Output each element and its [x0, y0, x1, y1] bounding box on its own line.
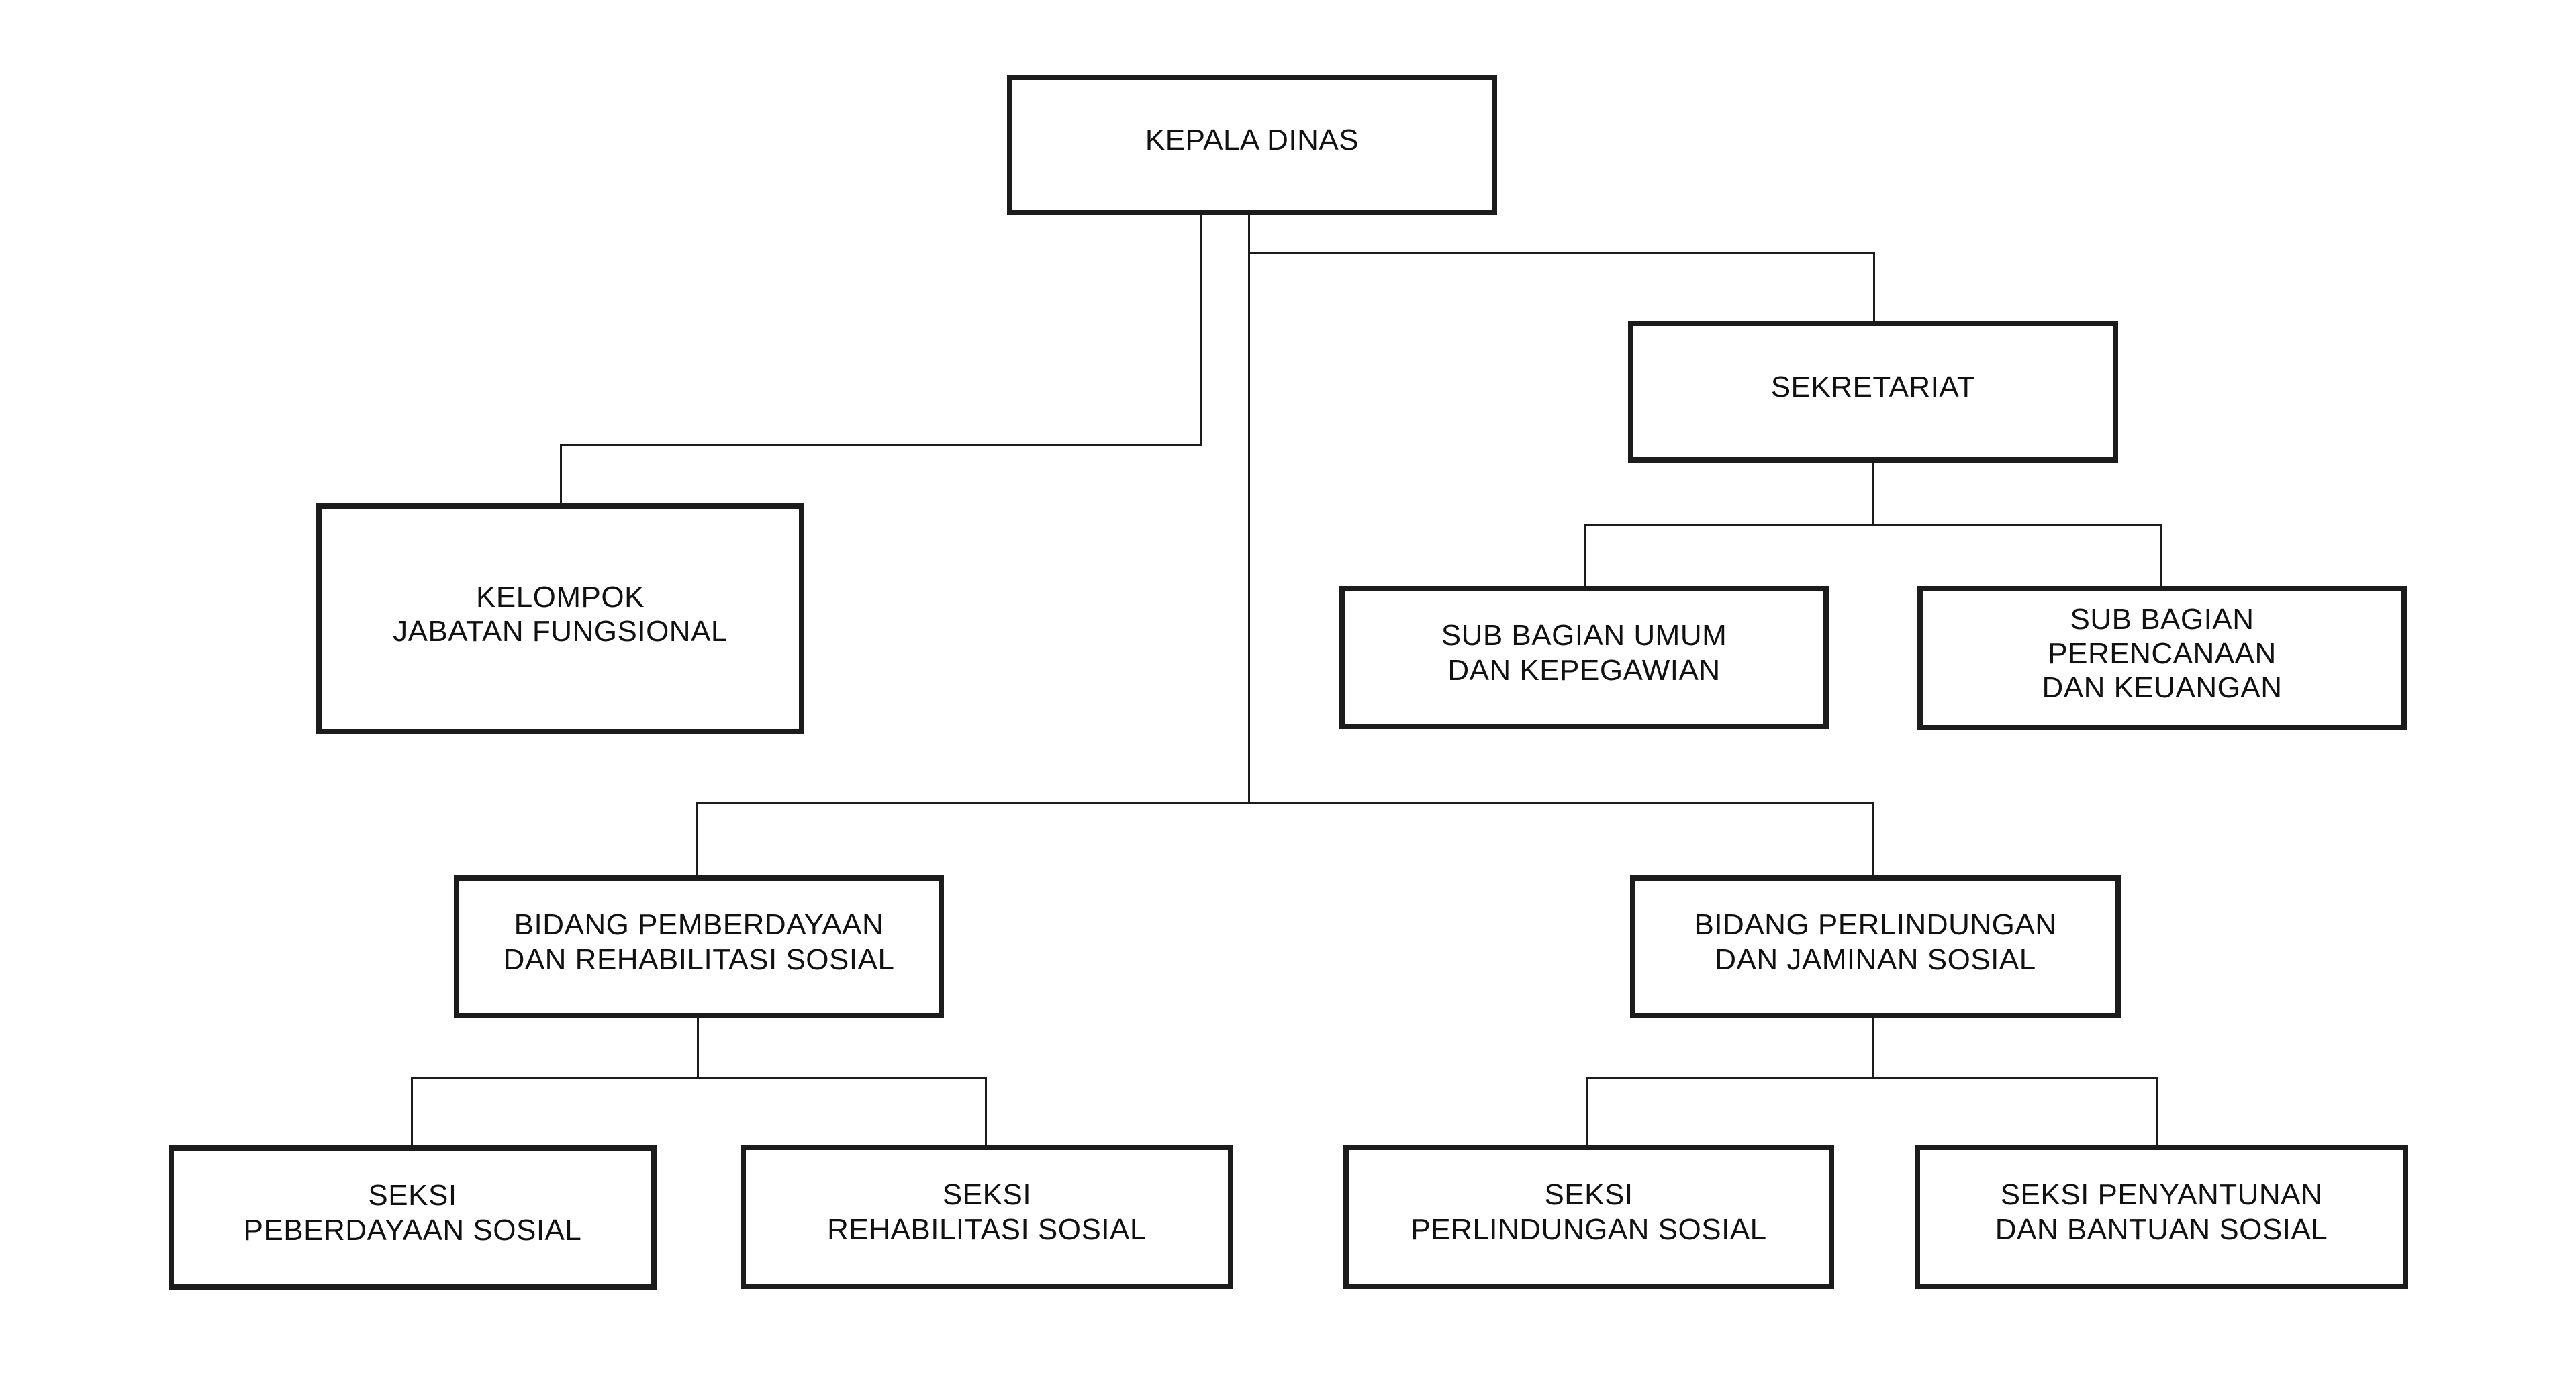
node-sub-bagian-perencanaan: SUB BAGIAN PERENCANAAN DAN KEUANGAN: [1917, 586, 2407, 730]
node-seksi-peberdayaan: SEKSI PEBERDAYAAN SOSIAL: [169, 1145, 657, 1290]
edge-to-seksi-rehabilitasi-vertical: [985, 1077, 987, 1145]
edge-to-seksi-perlindungan-vertical: [1586, 1077, 1588, 1145]
node-sekretariat-label: SEKRETARIAT: [1770, 370, 1976, 403]
node-kelompok-jabatan-fungsional-label: KELOMPOK JABATAN FUNGSIONAL: [393, 580, 728, 648]
edge-to-sub-bagian-umum-vertical: [1584, 524, 1586, 586]
edge-to-bidang-pemberdayaan-vertical: [696, 802, 698, 875]
edge-to-bidang-perlindungan-vertical: [1872, 802, 1874, 875]
node-kepala-dinas-label: KEPALA DINAS: [1145, 124, 1359, 157]
node-kepala-dinas: KEPALA DINAS: [1007, 75, 1497, 215]
node-bidang-perlindungan: BIDANG PERLINDUNGAN DAN JAMINAN SOSIAL: [1630, 875, 2121, 1018]
edge-kepala-to-kelompok-horizontal: [560, 444, 1202, 446]
edge-sekretariat-stub-vertical: [1872, 463, 1874, 525]
edge-perlindungan-split-horizontal: [1586, 1077, 2158, 1079]
node-seksi-rehabilitasi: SEKSI REHABILITASI SOSIAL: [741, 1145, 1233, 1289]
node-sub-bagian-umum-label: SUB BAGIAN UMUM DAN KEPEGAWIAN: [1441, 619, 1727, 687]
edge-to-seksi-peberdayaan-vertical: [411, 1077, 413, 1145]
node-seksi-penyantunan-label: SEKSI PENYANTUNAN DAN BANTUAN SOSIAL: [1995, 1178, 2328, 1246]
node-kelompok-jabatan-fungsional: KELOMPOK JABATAN FUNGSIONAL: [316, 503, 804, 734]
edge-kepala-trunk-vertical: [1248, 215, 1250, 804]
edge-kepala-to-kelompok-vertical-2: [560, 444, 562, 503]
edge-pemberdayaan-stub-vertical: [697, 1018, 699, 1079]
edge-to-sub-bagian-perencanaan-vertical: [2160, 524, 2162, 586]
node-sekretariat: SEKRETARIAT: [1628, 321, 2118, 463]
node-bidang-pemberdayaan: BIDANG PEMBERDAYAAN DAN REHABILITASI SOS…: [454, 875, 944, 1018]
edge-perlindungan-stub-vertical: [1872, 1018, 1874, 1079]
edge-pemberdayaan-split-horizontal: [411, 1077, 987, 1079]
node-sub-bagian-umum: SUB BAGIAN UMUM DAN KEPEGAWIAN: [1339, 586, 1829, 729]
node-seksi-perlindungan: SEKSI PERLINDUNGAN SOSIAL: [1343, 1145, 1834, 1289]
edge-kepala-to-kelompok-vertical-1: [1200, 215, 1202, 446]
node-seksi-peberdayaan-label: SEKSI PEBERDAYAAN SOSIAL: [243, 1179, 582, 1247]
edge-bidang-split-horizontal: [696, 802, 1874, 804]
edge-sekretariat-split-horizontal: [1584, 524, 2162, 526]
edge-kepala-to-sekretariat-horizontal: [1248, 252, 1875, 254]
node-bidang-perlindungan-label: BIDANG PERLINDUNGAN DAN JAMINAN SOSIAL: [1694, 908, 2057, 976]
node-seksi-penyantunan: SEKSI PENYANTUNAN DAN BANTUAN SOSIAL: [1915, 1145, 2408, 1289]
edge-kepala-to-sekretariat-vertical: [1873, 252, 1875, 321]
node-sub-bagian-perencanaan-label: SUB BAGIAN PERENCANAAN DAN KEUANGAN: [2042, 602, 2283, 705]
node-bidang-pemberdayaan-label: BIDANG PEMBERDAYAAN DAN REHABILITASI SOS…: [503, 908, 895, 976]
node-seksi-rehabilitasi-label: SEKSI REHABILITASI SOSIAL: [827, 1178, 1147, 1246]
edge-to-seksi-penyantunan-vertical: [2156, 1077, 2158, 1145]
node-seksi-perlindungan-label: SEKSI PERLINDUNGAN SOSIAL: [1411, 1178, 1767, 1246]
